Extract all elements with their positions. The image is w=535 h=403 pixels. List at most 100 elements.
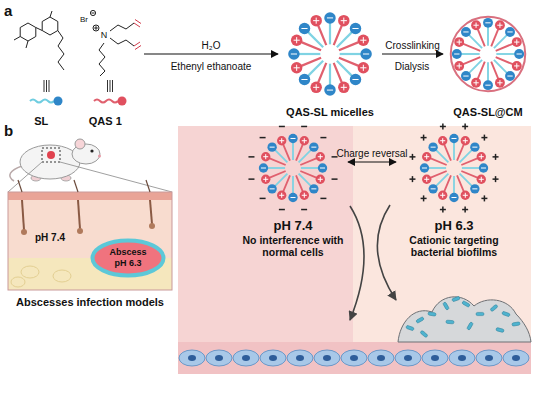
micelle-part	[422, 175, 431, 184]
micelle-part	[431, 147, 436, 148]
cell	[233, 350, 259, 366]
micelle	[248, 126, 337, 209]
micelle-part	[505, 71, 515, 81]
micelle-part	[288, 134, 297, 143]
cell	[179, 350, 205, 366]
amphiphile-icon-part	[30, 100, 54, 103]
micelle-part	[316, 84, 317, 90]
micelle-part	[309, 184, 318, 193]
micelle-part	[470, 184, 479, 193]
chemical-structure-part	[26, 41, 28, 48]
micelle-part	[320, 137, 326, 139]
reaction-arrow	[348, 161, 396, 162]
cell	[395, 350, 421, 366]
ph-background	[178, 126, 531, 374]
micelle-part	[465, 193, 466, 198]
cell-layer-part	[178, 342, 531, 374]
micelle-part	[461, 136, 470, 145]
micelle-part	[496, 53, 515, 55]
micelle-part	[483, 80, 493, 90]
micelle-part	[283, 144, 290, 161]
amphiphile-icon-part	[94, 100, 118, 103]
micelle-part	[451, 197, 456, 198]
micelle-part	[484, 135, 486, 141]
micelle-part	[358, 62, 369, 73]
micelle-part	[444, 144, 451, 161]
cell-nucleus	[296, 355, 304, 361]
skin-block-part	[22, 200, 24, 230]
cell-layer	[178, 342, 531, 374]
micelle-part	[281, 138, 282, 143]
micelle-part	[299, 23, 310, 34]
reaction-arrow	[382, 53, 443, 54]
equivalence-mark	[44, 80, 113, 92]
micelle-node: QAS-SL micelles	[280, 6, 380, 128]
micelle-part	[296, 37, 297, 43]
cell-nucleus	[350, 355, 358, 361]
crosslinked-micelle-node: QAS-SL@CM	[445, 6, 531, 128]
micelle-part	[327, 17, 333, 18]
cell-nucleus	[188, 355, 196, 361]
curved-arrow	[350, 205, 396, 320]
equivalence-mark-part	[110, 80, 111, 92]
skin-block-part	[18, 180, 22, 192]
micelle-part	[412, 154, 414, 160]
micelle-part	[481, 154, 482, 159]
micelle-part	[270, 147, 275, 148]
micelle-part	[300, 191, 309, 200]
micelle-part	[463, 76, 468, 77]
chemical-structure-part	[96, 26, 97, 30]
mouse-part	[47, 151, 55, 159]
micelle-part	[462, 167, 480, 169]
chemical-structure-part	[134, 23, 140, 27]
skin-block-part	[11, 277, 25, 287]
micelle-part	[311, 188, 316, 189]
cell	[314, 350, 340, 366]
chemical-structure-part	[91, 13, 94, 14]
cell-nucleus	[458, 355, 466, 361]
micelle-part	[514, 49, 524, 59]
micelle-part	[281, 193, 282, 198]
arrow-label: Crosslinking	[385, 40, 439, 52]
process-label: Dialysis	[395, 61, 429, 73]
zoom-line	[8, 162, 172, 192]
micelle-part	[288, 193, 297, 202]
equivalence-mark-part	[49, 80, 50, 92]
bacterium	[446, 320, 454, 324]
micelle-part	[296, 65, 297, 71]
micelle-part	[442, 138, 443, 143]
equivalence-mark-part	[46, 80, 47, 92]
micelle-part	[277, 191, 286, 200]
micelle-part	[316, 152, 325, 161]
arrow-label: H₂O	[202, 40, 221, 52]
micelle-part	[507, 31, 512, 32]
micelle-part	[301, 58, 321, 66]
micelle-part	[320, 177, 321, 182]
bacterium	[452, 296, 461, 302]
micelle-part	[412, 176, 414, 182]
cell	[422, 350, 448, 366]
skin-block-part	[78, 200, 80, 229]
micelle-part	[479, 163, 488, 172]
micelle-part	[512, 61, 522, 71]
cell-nucleus	[404, 355, 412, 361]
micelle-part	[461, 27, 471, 37]
equivalence-mark-part	[44, 80, 45, 92]
node-body: QAS 1	[89, 115, 122, 128]
micelle-part	[267, 142, 276, 151]
micelle-illustration	[248, 12, 525, 212]
micelle-part	[517, 54, 522, 55]
micelle-part	[363, 37, 364, 43]
micelle-part	[472, 147, 477, 148]
micelle-part	[461, 53, 480, 55]
micelle-part	[290, 197, 295, 198]
cell	[368, 350, 394, 366]
skin-block-part	[8, 192, 172, 290]
biofilm-part	[398, 297, 531, 342]
micelle-part	[265, 154, 266, 159]
micelle-part	[343, 84, 344, 90]
micelle-part	[277, 136, 286, 145]
bacterium	[467, 322, 474, 331]
micelle-part	[491, 62, 498, 80]
